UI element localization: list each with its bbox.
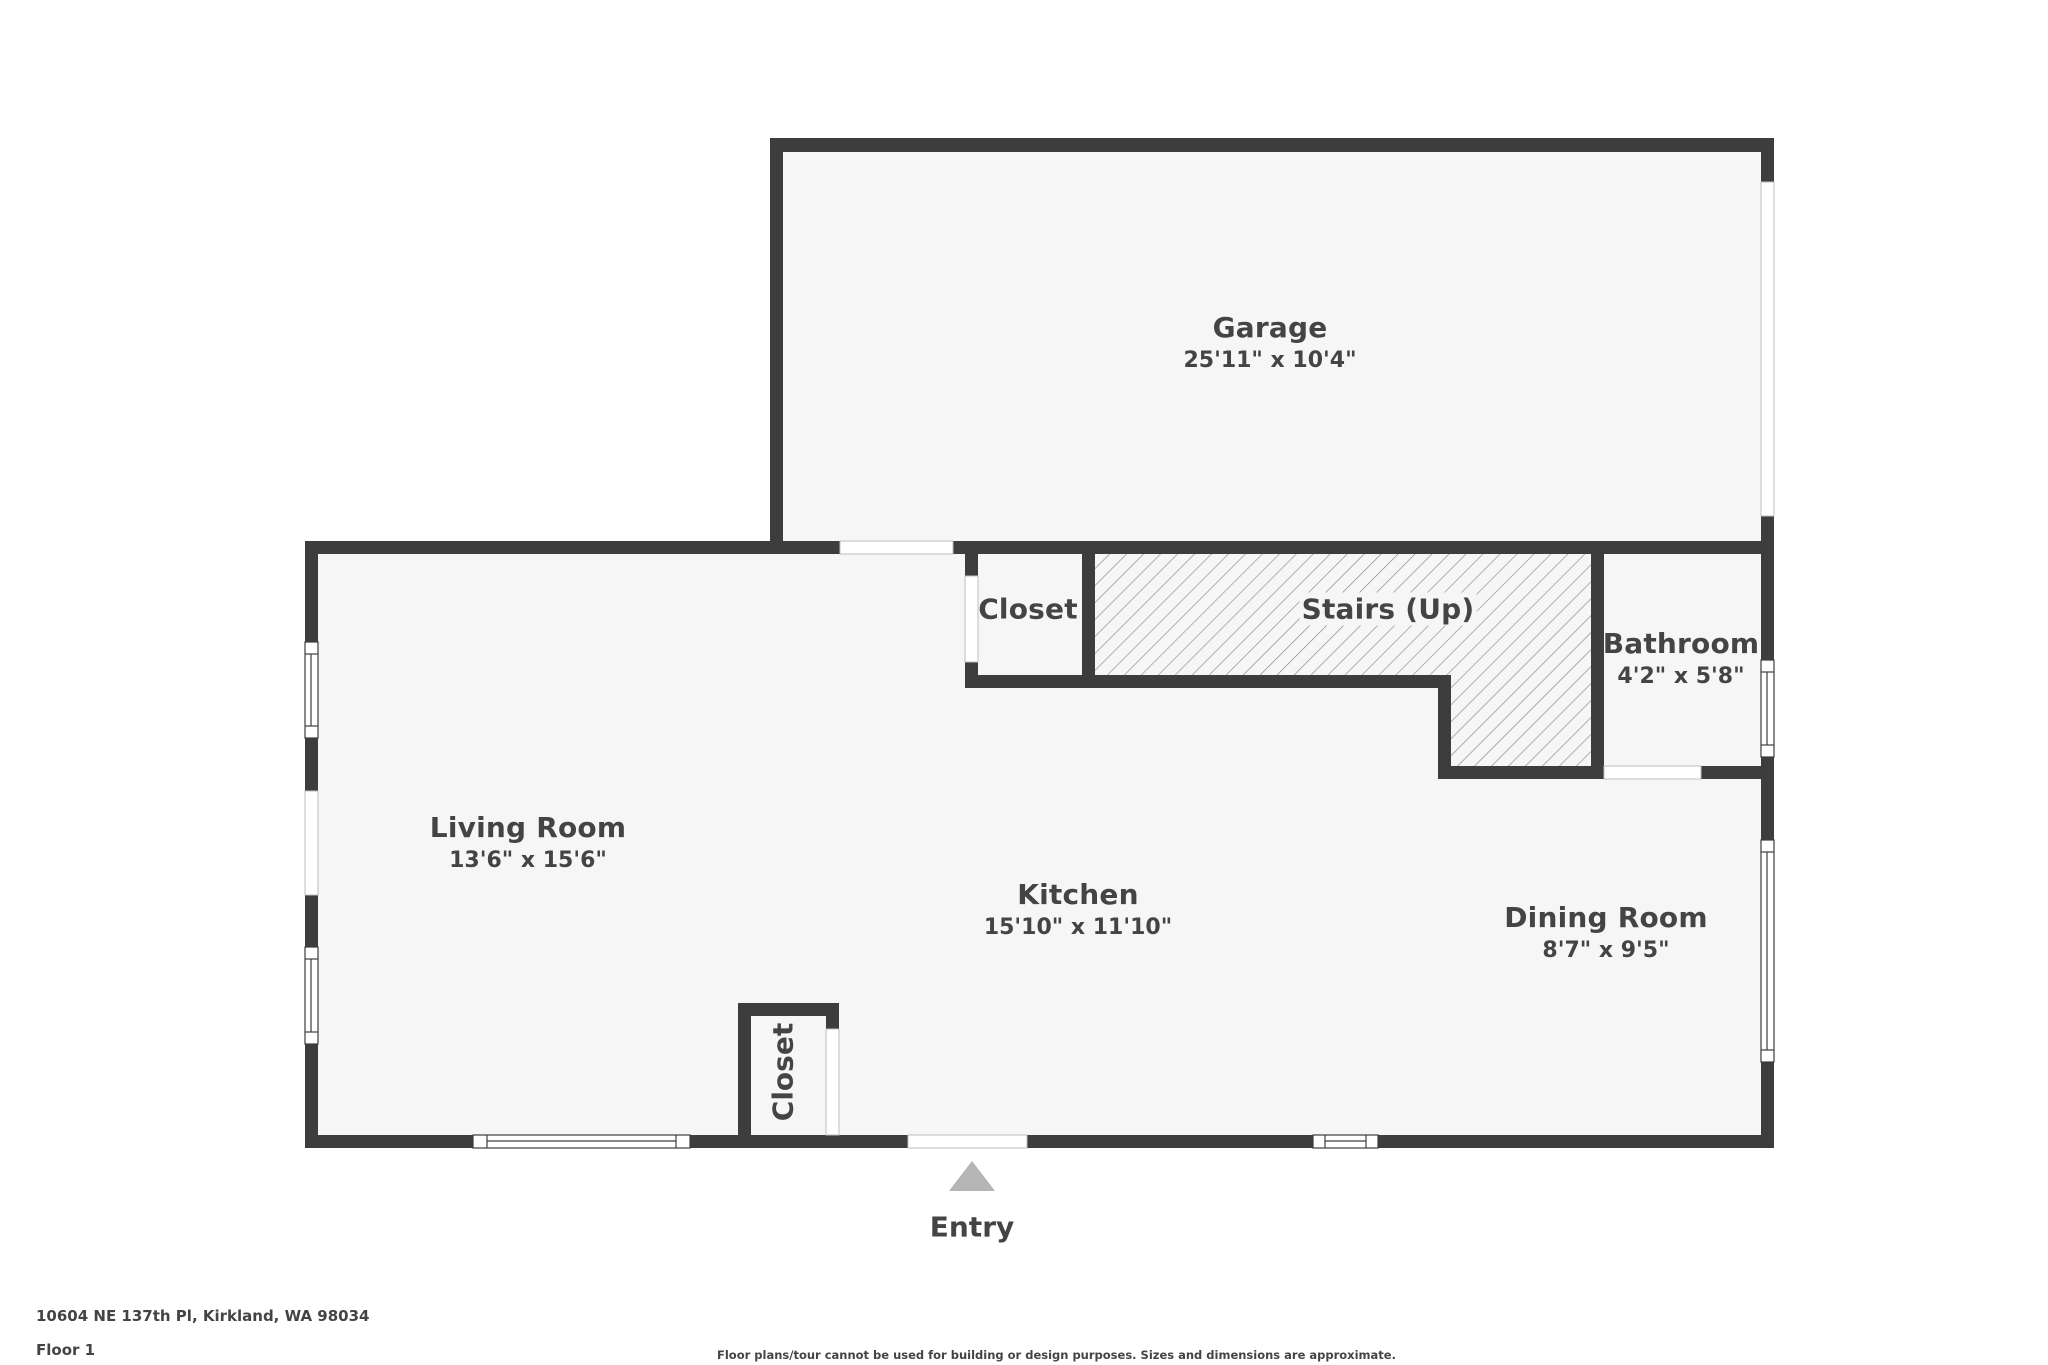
window-dining-right <box>1760 839 1775 1063</box>
window-living-left-2 <box>304 946 319 1045</box>
room-name: Living Room <box>429 811 627 844</box>
closet-stairs-divider <box>1082 541 1095 688</box>
stairs-wall-base <box>1438 766 1604 779</box>
closet-lower-door <box>825 1028 840 1136</box>
walls <box>305 138 1774 1148</box>
main-wall-left-4 <box>305 1044 318 1148</box>
main-wall-left-1 <box>305 541 318 642</box>
room-dimensions: 15'10" x 11'10" <box>983 915 1173 940</box>
closet-lower-wall-left <box>738 1003 751 1148</box>
room-dimensions: 4'2" x 5'8" <box>1617 664 1745 689</box>
room-label-living-room: Living Room 13'6" x 15'6" <box>430 811 626 873</box>
closet-lower-wall-right-top <box>826 1003 839 1029</box>
bathroom-wall-bottom-right <box>1701 766 1774 779</box>
window-bathroom-right <box>1760 659 1775 758</box>
main-wall-bottom-4 <box>1378 1135 1774 1148</box>
bathroom-door <box>1603 765 1702 780</box>
main-wall-right-1 <box>1761 541 1774 660</box>
room-label-closet-lower: Closet <box>766 1022 800 1122</box>
triangle-up-icon <box>949 1161 995 1191</box>
main-wall-bottom-2 <box>690 1135 908 1148</box>
entry-label: Entry <box>929 1210 1015 1244</box>
room-name: Closet <box>978 592 1078 626</box>
room-name: Dining Room <box>1504 901 1708 934</box>
room-name: Stairs (Up) <box>1299 592 1477 626</box>
garage-door-opening <box>1760 181 1775 517</box>
floor-label: Floor 1 <box>36 1341 96 1359</box>
openings <box>304 181 1775 1149</box>
room-label-garage: Garage 25'11" x 10'4" <box>1183 311 1356 373</box>
closet-lower-wall-top <box>738 1003 839 1016</box>
bathroom-wall-left <box>1591 541 1604 779</box>
room-label-bathroom: Bathroom 4'2" x 5'8" <box>1603 627 1760 689</box>
garage-to-living-door <box>839 540 954 555</box>
living-opening-left <box>304 790 319 896</box>
room-name: Garage <box>1212 311 1328 344</box>
room-dimensions: 8'7" x 9'5" <box>1542 938 1670 963</box>
stairs-wall-notch <box>1438 675 1451 779</box>
closet-upper-wall-left-top <box>965 541 978 576</box>
garage-wall-top <box>770 138 1774 152</box>
room-name: Kitchen <box>1017 878 1139 911</box>
garage-wall-left <box>770 138 783 550</box>
main-wall-left-2 <box>305 738 318 791</box>
garage-floor <box>770 138 1774 550</box>
windows <box>304 641 1775 1149</box>
disclaimer: Floor plans/tour cannot be used for buil… <box>717 1348 1396 1362</box>
window-living-left-1 <box>304 641 319 739</box>
room-label-stairs: Stairs (Up) <box>1299 592 1477 626</box>
stairs-wall-bottom <box>1082 675 1451 688</box>
room-label-closet-upper: Closet <box>978 593 1078 626</box>
garage-wall-right-top <box>1761 138 1774 182</box>
main-wall-right-3 <box>1761 1062 1774 1148</box>
window-kitchen-bottom <box>1312 1134 1379 1149</box>
window-living-bottom <box>472 1134 691 1149</box>
room-dimensions: 13'6" x 15'6" <box>449 848 607 873</box>
entry-door <box>907 1134 1028 1149</box>
main-wall-bottom-3 <box>1027 1135 1313 1148</box>
room-name: Bathroom <box>1602 627 1760 660</box>
main-wall-left-3 <box>305 895 318 947</box>
main-wall-top-left <box>305 541 840 554</box>
room-label-kitchen: Kitchen 15'10" x 11'10" <box>984 878 1172 940</box>
property-address: 10604 NE 137th Pl, Kirkland, WA 98034 <box>36 1307 370 1325</box>
room-label-dining-room: Dining Room 8'7" x 9'5" <box>1504 901 1708 963</box>
closet-upper-door <box>964 575 979 663</box>
room-dimensions: 25'11" x 10'4" <box>1183 348 1357 373</box>
closet-upper-wall-bottom <box>965 675 1095 688</box>
main-wall-top-right <box>953 541 1774 554</box>
main-wall-bottom-1 <box>305 1135 473 1148</box>
floor-fills <box>305 138 1774 1148</box>
